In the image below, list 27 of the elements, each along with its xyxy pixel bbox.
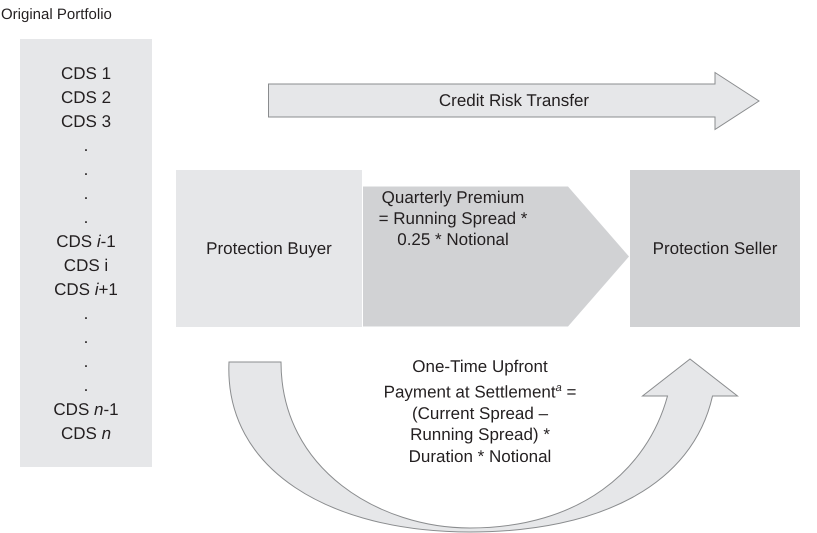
node-text: CDS i-1 <box>56 231 116 253</box>
process-box <box>630 170 800 327</box>
portfolio-title: Original Portfolio <box>1 5 112 25</box>
node-text: . <box>84 159 88 181</box>
node-text: . <box>84 351 88 373</box>
node-text: CDS i <box>64 255 108 277</box>
node-text: . <box>84 183 88 205</box>
node-text: CDS n <box>60 423 112 445</box>
node-text: . <box>84 327 88 349</box>
node-text: CDS 3 <box>60 111 112 133</box>
transfer-arrow <box>268 72 760 130</box>
node-text: Credit Risk Transfer <box>438 91 590 111</box>
node-text: CDS 1 <box>60 63 112 85</box>
chevron-arrow <box>363 186 629 326</box>
node-text: . <box>84 207 88 229</box>
node-text: . <box>84 303 88 325</box>
node-text: Protection Buyer <box>206 238 332 258</box>
node-text: . <box>84 375 88 397</box>
node-text: Protection Seller <box>652 238 778 258</box>
node-text: CDS n-1 <box>53 399 119 421</box>
curved-arrow <box>228 358 738 532</box>
process-box <box>176 170 362 327</box>
node-text: . <box>84 135 88 157</box>
node-text: CDS i+1 <box>54 279 118 301</box>
node-text: CDS 2 <box>60 87 112 109</box>
edge-label: One-Time Upfront Payment at Settlement$^{a}$ = (Current Spread – Running Spread) * Duration * Notional <box>382 356 578 468</box>
edge-label: Quarterly Premium = Running Spread * 0.25 * Notional <box>378 187 528 250</box>
